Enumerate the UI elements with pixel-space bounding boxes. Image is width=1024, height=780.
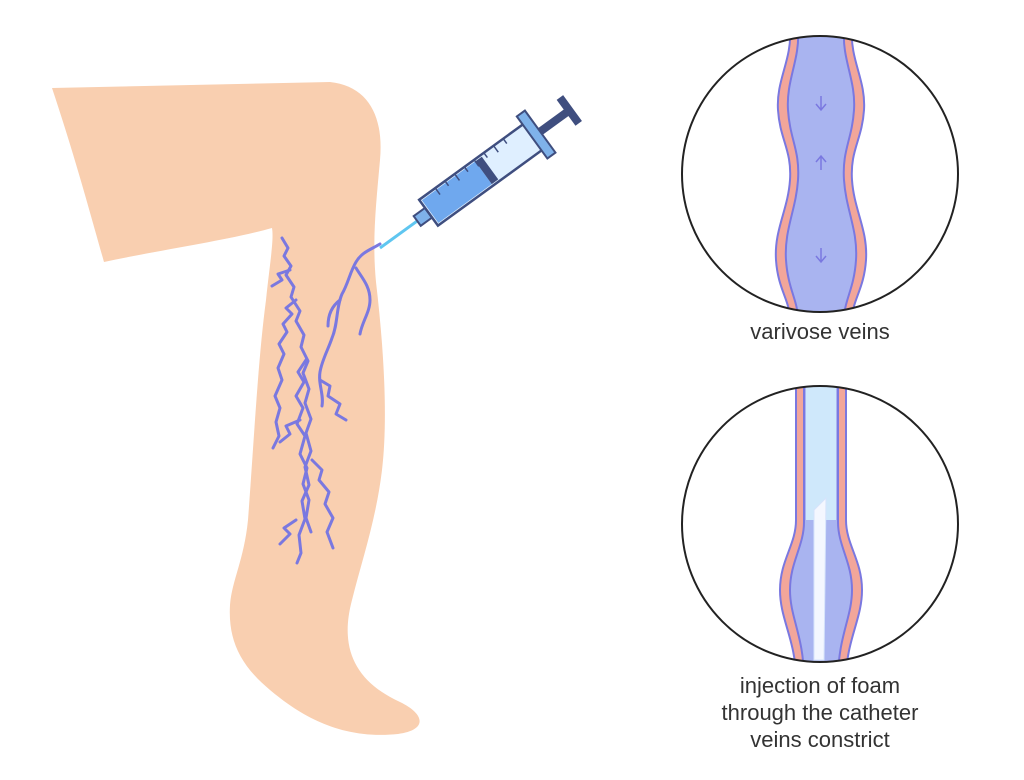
varicose-veins xyxy=(270,236,382,565)
foam-column xyxy=(806,386,836,520)
leg xyxy=(52,82,420,735)
vein-small-3 xyxy=(278,518,298,546)
closeup-circle-bottom xyxy=(681,385,959,663)
caption-line-3: veins constrict xyxy=(750,727,890,752)
vein-right-branch xyxy=(318,378,348,422)
foam-injection-closeup xyxy=(681,385,959,663)
vein-left-branch xyxy=(271,298,298,450)
caption-line: varivose veins xyxy=(750,319,890,344)
caption-line-2: through the catheter xyxy=(721,700,919,725)
vein-lower-right xyxy=(310,458,335,550)
caption-varicose-veins: varivose veins xyxy=(660,318,980,345)
varicose-vein-closeup xyxy=(681,35,959,313)
syringe-plunger-cap xyxy=(556,95,582,126)
syringe-fluid xyxy=(421,161,492,223)
caption-line-1: injection of foam xyxy=(739,673,901,698)
catheter xyxy=(813,496,827,661)
syringe xyxy=(379,95,582,250)
arrow-icon xyxy=(815,96,827,264)
vein-upper-right-c xyxy=(326,298,342,328)
syringe-plunger-seal xyxy=(475,156,499,185)
vein-mid-branch xyxy=(294,358,313,534)
vein-small-1 xyxy=(270,268,292,288)
vein-upper-right-b xyxy=(354,266,372,336)
vessel-lumen-top xyxy=(784,36,858,312)
syringe-needle xyxy=(379,218,420,250)
leg-skin xyxy=(52,82,420,735)
caption-foam-injection: injection of foam through the catheter v… xyxy=(660,672,980,753)
syringe-plunger-rod xyxy=(537,108,571,135)
vein-small-2 xyxy=(278,418,302,444)
syringe-scale xyxy=(434,138,508,195)
vein-main xyxy=(280,236,313,565)
closeup-circle-top xyxy=(681,35,959,313)
vein-upper-right xyxy=(318,242,382,408)
